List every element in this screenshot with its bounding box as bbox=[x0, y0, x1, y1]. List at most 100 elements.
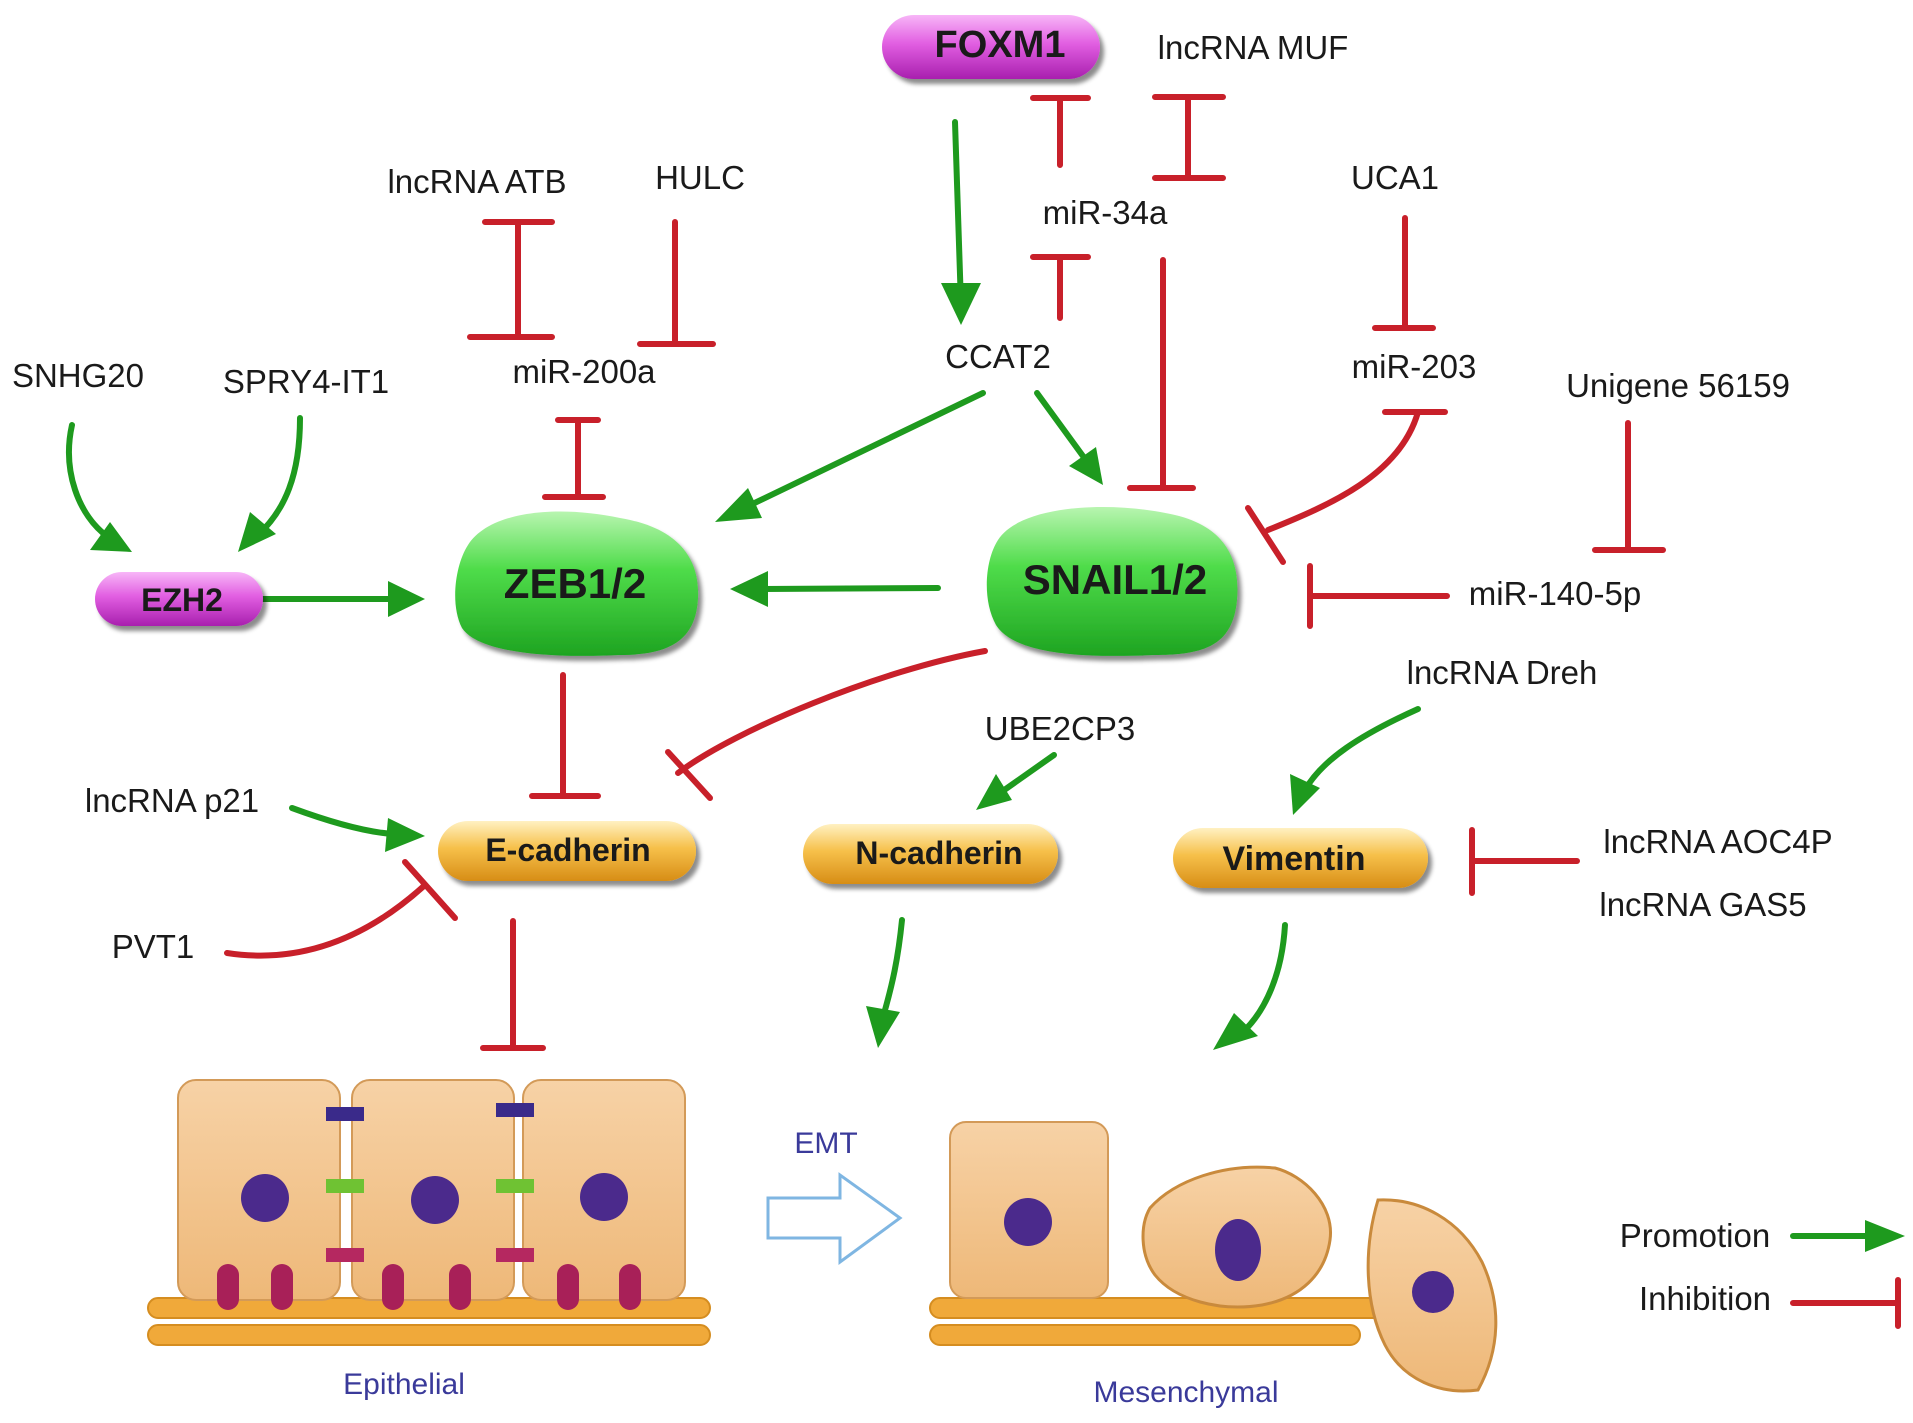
desmosome bbox=[326, 1248, 364, 1262]
inhibit-mir203-snail bbox=[1245, 409, 1421, 565]
node-ecad-label: E-cadherin bbox=[485, 832, 650, 868]
emt-arrow bbox=[766, 1172, 903, 1265]
inhibit-pvt1-ecad bbox=[224, 859, 458, 959]
arrowhead bbox=[1069, 447, 1103, 485]
arrowhead bbox=[385, 818, 425, 852]
hemidesmosome bbox=[449, 1264, 471, 1310]
node-vim bbox=[1173, 828, 1428, 888]
tight-junction bbox=[326, 1107, 364, 1121]
legend-inhibition-line bbox=[1790, 1277, 1901, 1329]
label-lnc-gas5: lncRNA GAS5 bbox=[1599, 886, 1806, 923]
node-foxm1 bbox=[882, 15, 1100, 79]
arrowhead bbox=[941, 283, 981, 325]
label-mesenchymal: Mesenchymal bbox=[1093, 1376, 1278, 1409]
label-lnc-dreh: lncRNA Dreh bbox=[1407, 654, 1598, 691]
arrow-foxm1-ccat2 bbox=[952, 119, 964, 308]
nucleus bbox=[1215, 1219, 1261, 1281]
label-emt: EMT bbox=[794, 1127, 857, 1160]
arrow-snhg20-ezh2 bbox=[66, 422, 111, 540]
node-vim-label: Vimentin bbox=[1223, 840, 1366, 878]
nucleus bbox=[411, 1176, 459, 1224]
nucleus bbox=[580, 1173, 628, 1221]
label-hulc: HULC bbox=[655, 159, 745, 196]
legend-promotion-arrowhead bbox=[1865, 1220, 1905, 1252]
arrowhead bbox=[715, 488, 762, 522]
arrowhead bbox=[90, 522, 132, 552]
adherens-junction bbox=[496, 1179, 534, 1193]
node-ezh2-label: EZH2 bbox=[141, 582, 223, 618]
arrow-ube2cp3-ncad bbox=[997, 752, 1057, 796]
legend-inhibition-label: Inhibition bbox=[1639, 1280, 1771, 1317]
arrow-p21-ecad bbox=[289, 805, 396, 837]
arrow-spry4-ezh2 bbox=[255, 415, 303, 538]
inhibit-muf-mir34a bbox=[1152, 94, 1226, 181]
mesenchymal-cells bbox=[929, 1121, 1498, 1393]
label-unigene: Unigene 56159 bbox=[1566, 367, 1790, 404]
promotion-arrows bbox=[66, 119, 1905, 1252]
label-snhg20: SNHG20 bbox=[12, 357, 144, 394]
legend-promotion-label: Promotion bbox=[1620, 1217, 1770, 1254]
arrow-ccat2-zeb bbox=[737, 390, 986, 513]
desmosome bbox=[496, 1248, 534, 1262]
node-ecad bbox=[438, 821, 696, 881]
node-snail bbox=[986, 507, 1238, 656]
epithelial-cells bbox=[147, 1079, 711, 1346]
node-ncad bbox=[803, 824, 1058, 884]
hemidesmosome bbox=[557, 1264, 579, 1310]
tight-junction bbox=[496, 1103, 534, 1117]
node-zeb-label: ZEB1/2 bbox=[504, 560, 646, 607]
hemidesmosome bbox=[382, 1264, 404, 1310]
inhibit-ccat2-mir34a bbox=[1030, 254, 1091, 321]
label-mir200a: miR-200a bbox=[512, 353, 656, 390]
label-pvt1: PVT1 bbox=[112, 928, 195, 965]
label-spry4: SPRY4-IT1 bbox=[223, 363, 389, 400]
label-ube2cp3: UBE2CP3 bbox=[985, 710, 1135, 747]
node-snail-label: SNAIL1/2 bbox=[1023, 556, 1207, 603]
inhibit-uca1-mir203 bbox=[1372, 215, 1436, 331]
label-lnc-p21: lncRNA p21 bbox=[85, 782, 259, 819]
arrowhead bbox=[1213, 1013, 1258, 1050]
inhibit-mir200a-zeb bbox=[542, 417, 606, 500]
hemidesmosome bbox=[619, 1264, 641, 1310]
nucleus bbox=[241, 1174, 289, 1222]
basement-membrane bbox=[147, 1324, 711, 1346]
label-lnc-aoc4p: lncRNA AOC4P bbox=[1603, 823, 1832, 860]
node-zeb bbox=[455, 511, 699, 656]
node-ezh2 bbox=[95, 572, 263, 626]
inhibit-mir140-snail bbox=[1307, 563, 1450, 629]
inhibit-mir34a-snail bbox=[1127, 257, 1196, 491]
inhibit-mir34a-foxm1 bbox=[1030, 95, 1091, 168]
label-mir34a: miR-34a bbox=[1043, 194, 1168, 231]
label-lnc-muf: lncRNA MUF bbox=[1158, 29, 1349, 66]
basement-membrane bbox=[929, 1297, 1431, 1319]
inhibit-unigene-mir140 bbox=[1592, 420, 1666, 553]
inhibit-zeb-ecad bbox=[529, 672, 601, 799]
label-mir203: miR-203 bbox=[1352, 348, 1477, 385]
label-mir140: miR-140-5p bbox=[1469, 575, 1641, 612]
hemidesmosome bbox=[217, 1264, 239, 1310]
arrowhead bbox=[1290, 774, 1320, 815]
basement-membrane bbox=[929, 1324, 1361, 1346]
arrowhead bbox=[866, 1006, 900, 1048]
node-foxm1-label: FOXM1 bbox=[935, 24, 1066, 66]
nucleus bbox=[1412, 1271, 1454, 1313]
label-lnc-atb: lncRNA ATB bbox=[387, 163, 566, 200]
arrow-dreh-vim bbox=[1302, 706, 1421, 793]
arrow-vim-mesenchymal bbox=[1242, 922, 1288, 1033]
arrowhead bbox=[976, 774, 1012, 810]
arrowhead bbox=[388, 581, 425, 617]
nucleus bbox=[1004, 1198, 1052, 1246]
arrowhead bbox=[238, 512, 276, 552]
label-epithelial: Epithelial bbox=[343, 1368, 465, 1401]
label-uca1: UCA1 bbox=[1351, 159, 1439, 196]
arrow-ccat2-snail bbox=[1034, 390, 1091, 466]
arrow-ncad-mesenchymal bbox=[882, 917, 905, 1013]
inhibit-ecad-epithelial bbox=[480, 918, 546, 1051]
adherens-junction bbox=[326, 1179, 364, 1193]
node-ncad-label: N-cadherin bbox=[855, 835, 1022, 871]
arrow-snail-zeb bbox=[760, 585, 941, 592]
arrowhead bbox=[730, 571, 768, 607]
hemidesmosome bbox=[271, 1264, 293, 1310]
inhibit-snail-ecad bbox=[665, 648, 988, 801]
